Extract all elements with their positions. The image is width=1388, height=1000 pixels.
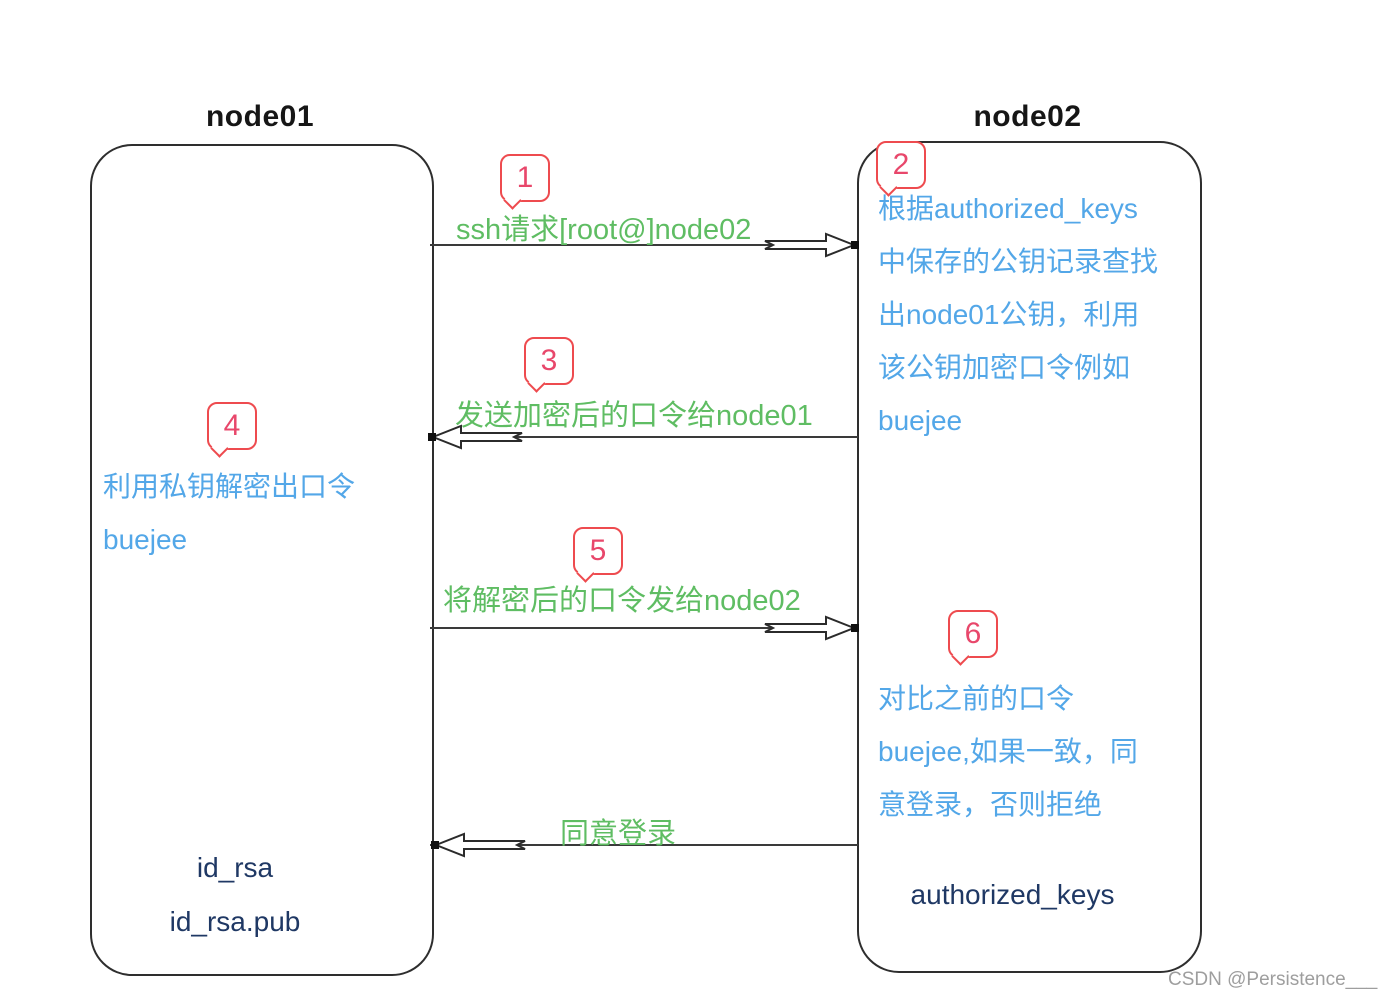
arrow-login-endpoint-dot bbox=[431, 841, 439, 849]
step2-badge: 2 bbox=[876, 141, 926, 189]
step2-line: 中保存的公钥记录查找 bbox=[878, 246, 1159, 277]
step5-number: 5 bbox=[589, 534, 607, 567]
step4-line: 利用私钥解密出口令 bbox=[103, 471, 356, 502]
step2-line: 根据authorized_keys bbox=[878, 193, 1138, 224]
step4-line: buejee bbox=[103, 524, 188, 555]
step1-number: 1 bbox=[516, 161, 534, 194]
arrow-login-line bbox=[430, 844, 858, 846]
step4-number: 4 bbox=[223, 409, 241, 442]
step6-text: 对比之前的口令 buejee,如果一致，同 意登录，否则拒绝 bbox=[878, 672, 1138, 831]
step2-line: 出node01公钥，利用 bbox=[878, 299, 1140, 330]
step2-text: 根据authorized_keys 中保存的公钥记录查找 出node01公钥，利… bbox=[878, 182, 1158, 447]
node02-title: node02 bbox=[973, 100, 1082, 133]
step4-badge: 4 bbox=[207, 402, 257, 450]
step6-line: buejee,如果一致，同 bbox=[878, 736, 1138, 767]
arrow5-label: 将解密后的口令发给node02 bbox=[443, 585, 801, 617]
arrow1-label: ssh请求[root@]node02 bbox=[456, 214, 752, 246]
node01-title: node01 bbox=[205, 100, 315, 133]
step6-line: 对比之前的口令 bbox=[878, 683, 1075, 714]
arrow1-line bbox=[430, 244, 858, 246]
node01-file-id-rsa-pub: id_rsa.pub bbox=[169, 906, 301, 937]
arrow5-right-arrowhead-icon bbox=[764, 615, 856, 641]
node02-file-authorized-keys: authorized_keys bbox=[910, 879, 1115, 910]
step6-badge: 6 bbox=[948, 610, 998, 658]
arrow5-line bbox=[430, 627, 858, 629]
node01-box bbox=[90, 144, 434, 976]
arrow5-endpoint-dot bbox=[851, 624, 859, 632]
csdn-watermark: CSDN @Persistence___ bbox=[1168, 969, 1378, 990]
step4-text: 利用私钥解密出口令 buejee bbox=[103, 460, 355, 566]
arrow3-line bbox=[430, 436, 858, 438]
node01-file-id-rsa: id_rsa bbox=[196, 852, 274, 883]
node02-box bbox=[857, 141, 1202, 973]
step2-number: 2 bbox=[892, 148, 910, 181]
arrow3-endpoint-dot bbox=[428, 433, 436, 441]
step2-line: 该公钥加密口令例如 bbox=[878, 352, 1131, 383]
step1-badge: 1 bbox=[500, 154, 550, 202]
arrow-login-label: 同意登录 bbox=[560, 818, 677, 850]
arrow1-endpoint-dot bbox=[851, 241, 859, 249]
step5-badge: 5 bbox=[573, 527, 623, 575]
arrow-login-left-arrowhead-icon bbox=[434, 832, 526, 858]
arrow3-left-arrowhead-icon bbox=[431, 424, 523, 450]
step6-line: 意登录，否则拒绝 bbox=[878, 789, 1103, 820]
step2-line: buejee bbox=[878, 405, 963, 436]
arrow1-right-arrowhead-icon bbox=[764, 232, 856, 258]
arrow3-label: 发送加密后的口令给node01 bbox=[455, 400, 813, 432]
step3-number: 3 bbox=[540, 344, 558, 377]
step3-badge: 3 bbox=[524, 337, 574, 385]
step6-number: 6 bbox=[964, 617, 982, 650]
